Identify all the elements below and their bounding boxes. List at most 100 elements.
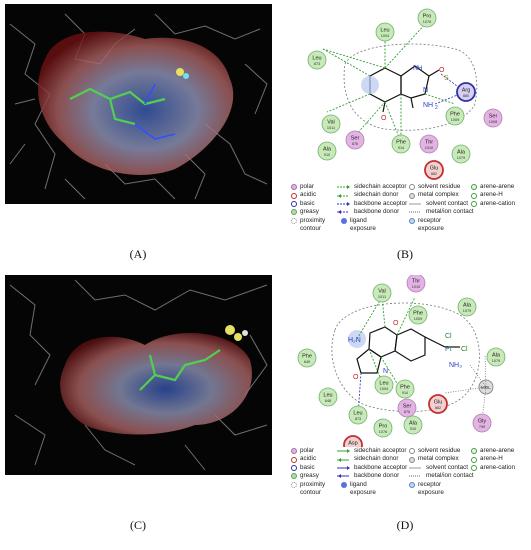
legend-d-polar: polar xyxy=(291,447,346,455)
panel-d-residue-name: Leu xyxy=(323,393,332,399)
panel-d-ligand-interaction-svg: O H₂N O N Pt Cl Cl NH₃ MOL Val1011Thr101… xyxy=(297,273,506,455)
panel-d-residue-number: 799 xyxy=(479,425,485,429)
legend-solvent-residue: solvent residue xyxy=(409,183,481,191)
panel-d-residue-name: Leu xyxy=(353,411,362,417)
panel-d-residue-number: 1010 xyxy=(412,285,420,289)
panel-d-residue-name: Ala xyxy=(463,303,472,309)
panel-a-molecular-surface xyxy=(9,13,268,200)
legend-proximity: proximity xyxy=(291,217,346,225)
atom-o1: O xyxy=(439,67,445,74)
legend-d-sidechain-donor: sidechain donor xyxy=(337,455,412,463)
legend-arene-h: arene-H xyxy=(471,191,529,199)
caption-c: (C) xyxy=(130,518,146,532)
atom-d-o1: O xyxy=(393,320,399,327)
legend-d-receptor-exposure: exposure xyxy=(418,488,444,496)
panel-d-residue-name: Phe xyxy=(413,311,423,317)
panel-d-asp-872: Asp872 xyxy=(343,435,363,455)
legend-solvent-contact: solvent contact xyxy=(409,199,469,207)
panel-c-molecular-surface xyxy=(9,279,268,471)
legend-ligand: ligand xyxy=(337,217,412,225)
panel-d-residue-number: 914 xyxy=(402,391,408,395)
atom-d-n: N xyxy=(383,368,388,375)
legend-arene-cation: arene-cation xyxy=(471,200,529,208)
panel-b-residue-name: Ser xyxy=(351,136,360,142)
panel-b-residues: Pro1076Leu1004Leu873Arg880Ser1008Val1011… xyxy=(307,8,503,180)
caption-a: (A) xyxy=(129,247,147,261)
legend-basic: basic xyxy=(291,200,346,208)
panel-d-residue-number: 1079 xyxy=(492,359,500,363)
panel-d-residue-name: Ala xyxy=(409,421,418,427)
panel-d-residue-name: Ser xyxy=(403,404,412,410)
panel-b-ligand-interaction-svg: N H O S N NH 2 O Pro1076Leu1004Leu873Arg… xyxy=(307,8,503,180)
panel-d-residue-number: 873 xyxy=(355,417,361,421)
panel-b-residue-number: 914 xyxy=(398,146,404,150)
legend-polar: polar xyxy=(291,183,346,191)
panel-b-residue-name: Ser xyxy=(489,114,498,120)
panel-d-legend: polar acidic basic greasy proximity cont… xyxy=(291,447,527,499)
legend-d-proximity: proximity xyxy=(291,481,346,489)
atom-d-cl1: Cl xyxy=(445,333,452,340)
panel-d-residue-name: Phe xyxy=(400,385,410,391)
legend-d-backbone-donor: backbone donor xyxy=(337,472,412,480)
atom-nh2-sub: 2 xyxy=(435,105,438,111)
atom-nh2: NH xyxy=(423,102,433,109)
panel-d-residue-name: Gly xyxy=(478,419,487,425)
caption-d: (D) xyxy=(396,518,414,532)
panel-d-residue-number: 910 xyxy=(410,427,416,431)
atom-n2: N xyxy=(423,87,428,94)
panel-b-residue-name: Phe xyxy=(396,140,406,146)
legend-d-basic: basic xyxy=(291,464,346,472)
panel-b-residue-number: 1079 xyxy=(457,156,465,160)
panel-b-residue-number: 876 xyxy=(352,142,358,146)
panel-b-residue-name: Phe xyxy=(450,112,460,118)
panel-b-residue-name: Thr xyxy=(425,140,433,146)
panel-b-residue-name: Pro xyxy=(423,14,432,20)
panel-d-residue-name: Pro xyxy=(379,424,388,430)
panel-d-residue-name: Asp xyxy=(348,441,357,447)
panel-b-residue-number: 1008 xyxy=(489,120,497,124)
legend-d-solvent-contact: solvent contact xyxy=(409,463,469,471)
atom-d-pt: Pt xyxy=(445,346,452,353)
atom-d-nh3: NH₃ xyxy=(449,362,462,369)
panel-d-residue-name: Ala xyxy=(492,353,501,359)
legend-receptor-exposure: exposure xyxy=(418,224,444,232)
legend-d-metal-complex: metal complex xyxy=(409,455,481,463)
panel-b-residue-number: 1076 xyxy=(423,20,431,24)
legend-greasy: greasy xyxy=(291,208,346,216)
legend-backbone-acceptor: backbone acceptor xyxy=(337,200,412,208)
atom-n1: N xyxy=(413,65,418,72)
legend-d-backbone-acceptor: backbone acceptor xyxy=(337,464,412,472)
panel-b-residue-number: 1009 xyxy=(451,118,459,122)
legend-d-arene-h: arene-H xyxy=(471,455,529,463)
panel-d-residue-number: 1004 xyxy=(380,387,388,391)
caption-b: (B) xyxy=(397,247,413,261)
panel-b-residue-number: 1004 xyxy=(381,34,389,38)
legend-d-ligand: ligand xyxy=(337,481,412,489)
legend-metal-complex: metal complex xyxy=(409,191,481,199)
panel-b-legend: polar acidic basic greasy proximity cont… xyxy=(291,183,527,235)
panel-b-residue-name: Leu xyxy=(312,56,321,62)
legend-sidechain-acceptor: sidechain acceptor xyxy=(337,183,412,191)
panel-d-residue-number: 1076 xyxy=(379,430,387,434)
panel-b-residue-name: Ala xyxy=(457,150,466,156)
panel-d-residues: Val1011Thr1010Phe1009Ala1079Ala1079Phe64… xyxy=(297,273,506,455)
panel-d-residue-number: 1011 xyxy=(378,295,386,299)
legend-sidechain-donor: sidechain donor xyxy=(337,191,412,199)
panel-a-render xyxy=(5,4,272,204)
panel-b-residue-name: Leu xyxy=(380,28,389,34)
